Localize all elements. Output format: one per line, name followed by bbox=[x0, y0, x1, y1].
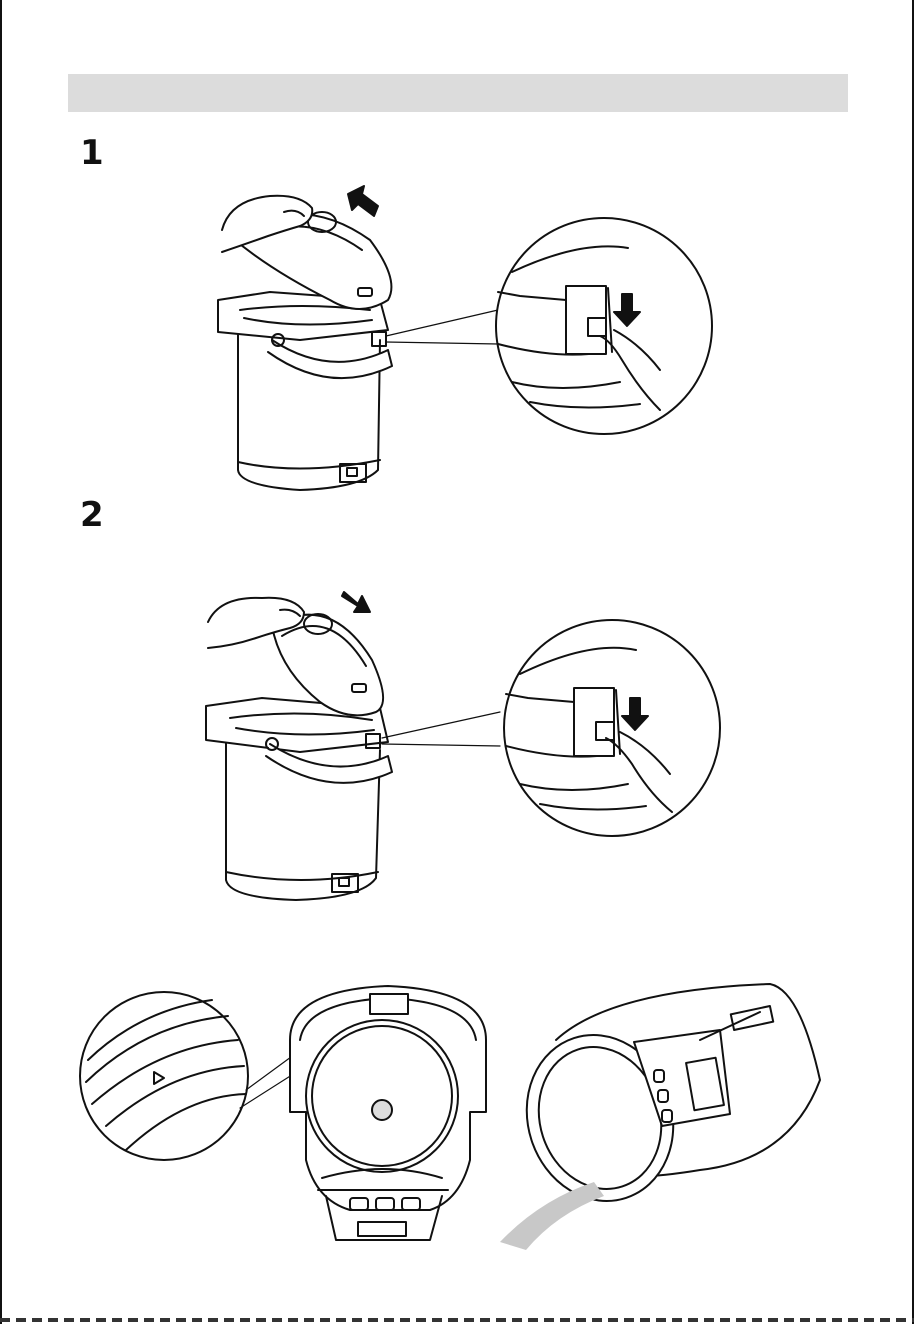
pot-top-view bbox=[290, 986, 486, 1240]
bottom-zoom-circle bbox=[80, 992, 306, 1160]
page-bottom-rule bbox=[0, 1318, 914, 1322]
pot-side-view bbox=[506, 984, 820, 1220]
step2-zoom-circle bbox=[504, 620, 720, 836]
step1-pot-illustration bbox=[218, 186, 498, 490]
step2-pot-illustration bbox=[206, 592, 500, 900]
step1-zoom-circle bbox=[496, 218, 712, 434]
water-stream bbox=[500, 1182, 604, 1250]
